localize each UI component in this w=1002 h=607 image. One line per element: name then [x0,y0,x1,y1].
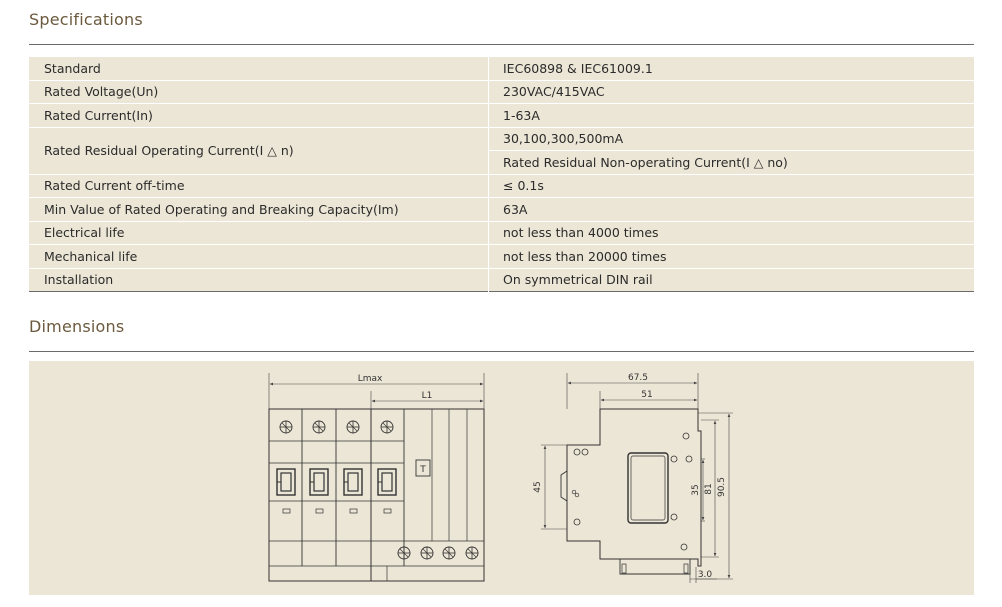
table-row: Rated Voltage(Un) 230VAC/415VAC [29,79,974,104]
spec-value: ≤ 0.1s [488,173,974,198]
spec-value: 30,100,300,500mA [488,126,974,151]
height-45-label: 45 [533,481,543,492]
spec-label: Electrical life [29,220,489,245]
table-row: Standard IEC60898 & IEC61009.1 [29,56,974,80]
spec-label: Mechanical life [29,244,489,268]
spec-value: IEC60898 & IEC61009.1 [488,56,974,80]
spec-value: not less than 4000 times [488,220,974,245]
table-row: Mechanical life not less than 20000 time… [29,244,974,268]
height-35-label: 35 [691,484,701,495]
dimensions-title: Dimensions [29,317,125,336]
specifications-table: Standard IEC60898 & IEC61009.1 Rated Vol… [29,56,974,292]
table-row: Rated Residual Operating Current(I △ n) … [29,126,974,174]
height-81-label: 81 [704,483,714,494]
spec-label: Standard [29,56,489,80]
height-90-5-label: 90.5 [717,477,727,497]
front-view-drawing: Lmax L1 [268,373,485,582]
spec-value: 63A [488,197,974,221]
table-row: Rated Residual Non-operating Current(I △… [29,150,974,174]
spec-value: 230VAC/415VAC [488,79,974,104]
spec-value: not less than 20000 times [488,244,974,268]
width-overall-label: 67.5 [628,373,648,383]
table-row: Rated Current(In) 1-63A [29,103,974,127]
spec-label: Rated Voltage(Un) [29,79,489,104]
spec-label: Installation [29,267,489,292]
spec-value: Rated Residual Non-operating Current(I △… [488,150,974,174]
spec-label: Min Value of Rated Operating and Breakin… [29,197,489,221]
spec-value: On symmetrical DIN rail [488,267,974,292]
table-row: Electrical life not less than 4000 times [29,220,974,245]
width-body-label: 51 [641,390,652,400]
side-view-drawing: 67.5 51 [533,373,733,583]
specifications-title: Specifications [29,10,143,29]
table-row: Installation On symmetrical DIN rail [29,267,974,292]
spec-value: 1-63A [488,103,974,127]
table-row: Min Value of Rated Operating and Breakin… [29,197,974,221]
lmax-label: Lmax [358,374,383,384]
spec-label: Rated Current off-time [29,173,489,198]
specifications-rule [29,44,974,45]
table-row: Rated Current off-time ≤ 0.1s [29,173,974,198]
dimensions-rule [29,351,974,352]
dimension-drawing: Lmax L1 [268,373,733,583]
spec-label: Rated Residual Operating Current(I △ n) [29,126,489,174]
test-button-label: T [419,465,426,475]
l1-label: L1 [422,391,433,401]
spec-label: Rated Current(In) [29,103,489,127]
depth-3-label: 3.0 [698,570,713,580]
dimensions-panel: Lmax L1 [29,361,974,595]
